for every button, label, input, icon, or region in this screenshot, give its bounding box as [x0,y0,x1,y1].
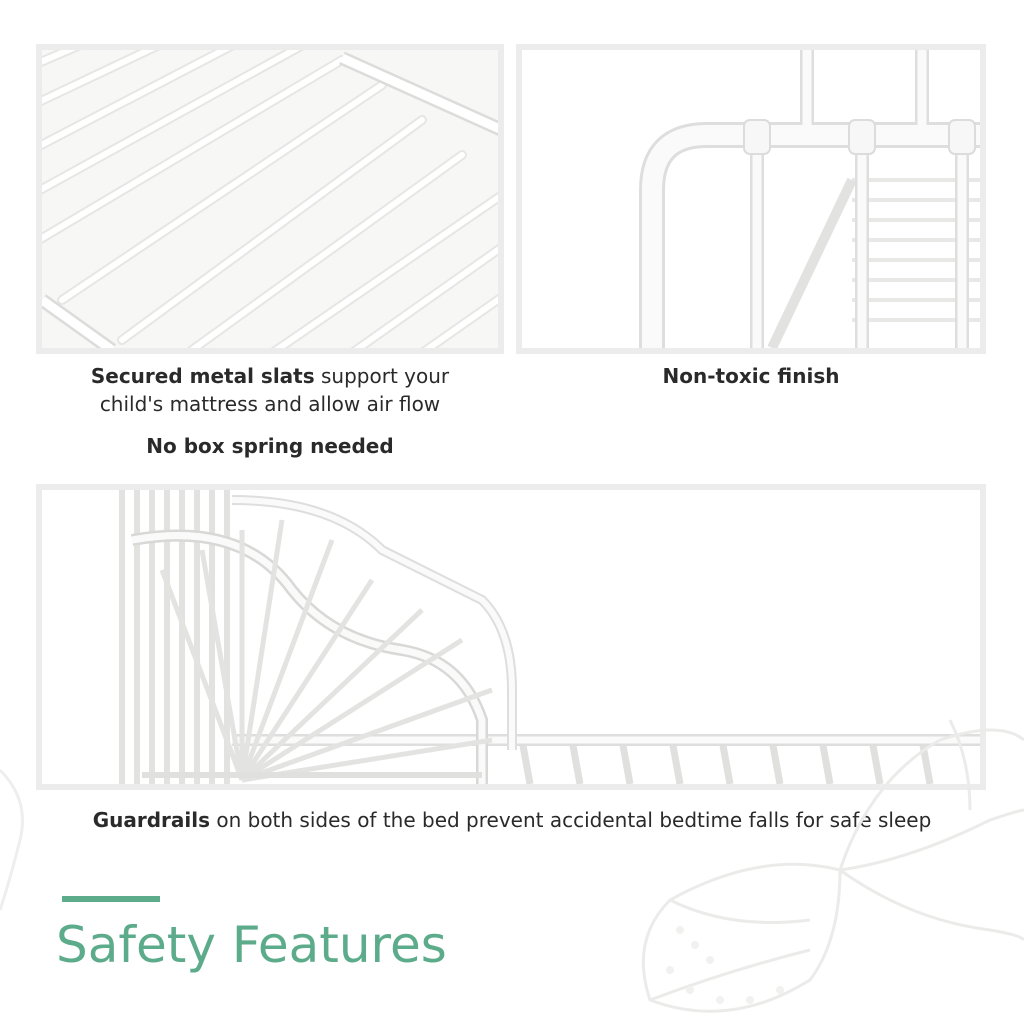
accent-line [62,896,160,902]
finish-photo [516,44,986,354]
finish-caption: Non-toxic finish [662,364,840,388]
slats-photo [36,44,504,354]
guardrail-photo [36,484,986,790]
box-spring-caption: No box spring needed [146,434,394,458]
guardrails-caption: Guardrails on both sides of the bed prev… [92,808,932,832]
butterfly-icon [0,768,24,911]
butterfly-icon [641,719,1024,1013]
section-title: Safety Features [56,916,447,974]
